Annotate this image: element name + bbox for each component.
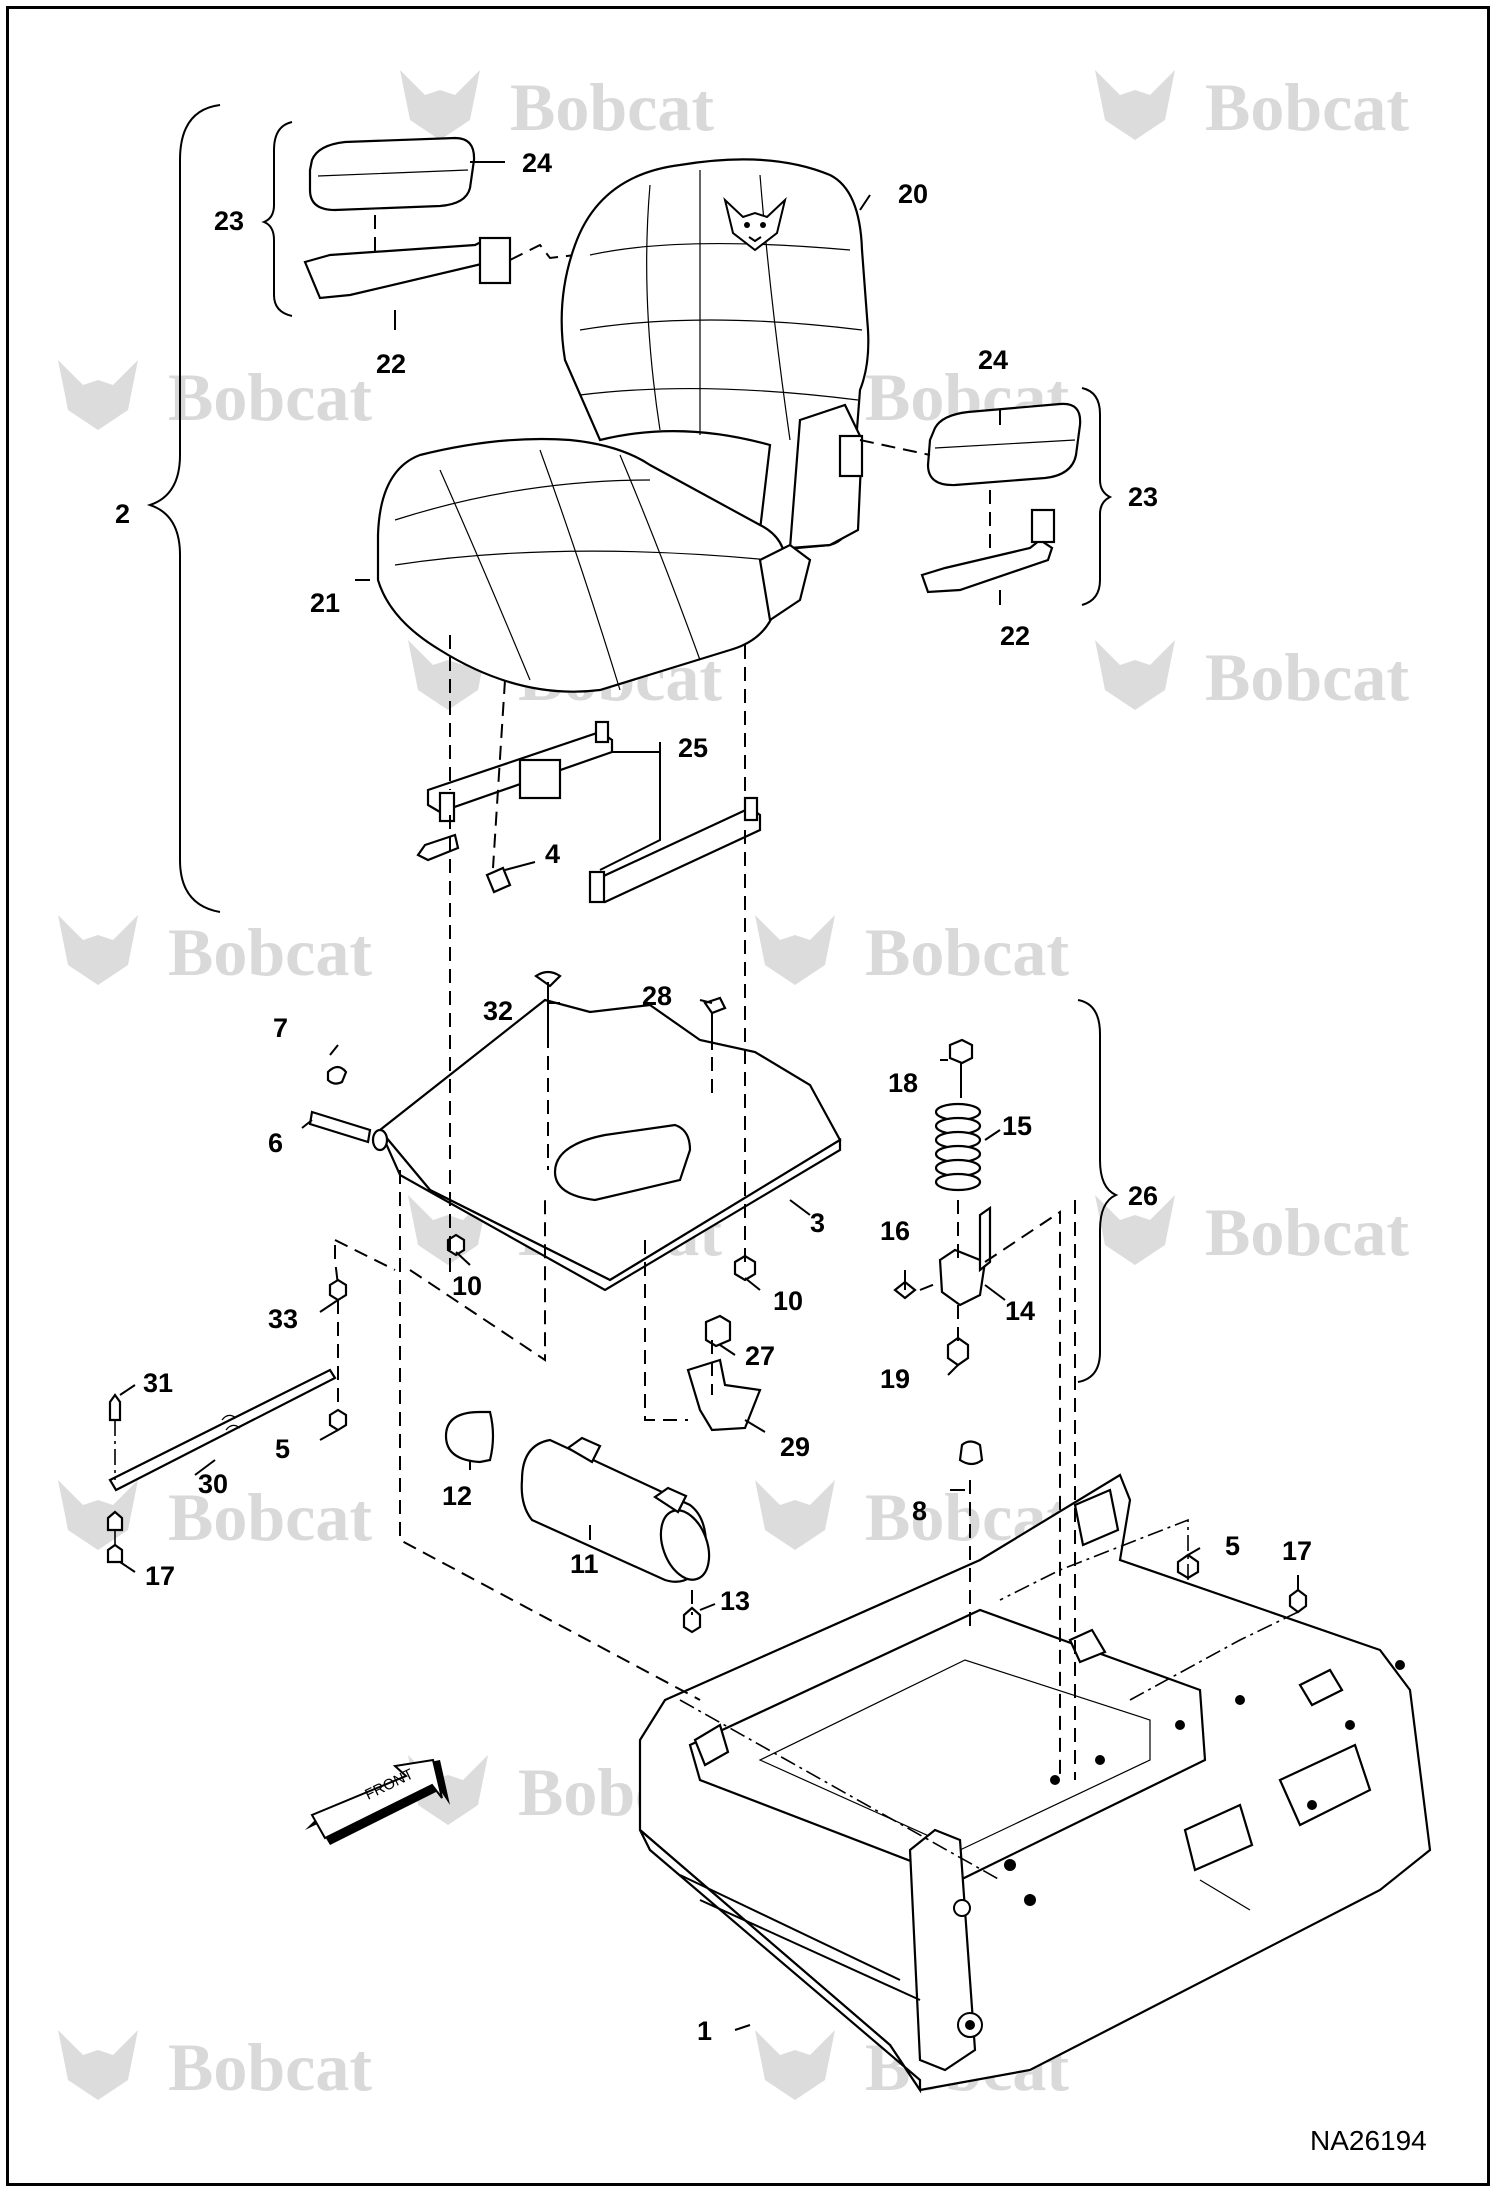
callout-23: 23 xyxy=(1128,482,1158,512)
assembly-lines xyxy=(114,635,1299,1881)
callout-2: 2 xyxy=(115,499,130,529)
label-leaders xyxy=(119,161,1299,2031)
callout-17: 17 xyxy=(145,1561,175,1591)
tube-assembly xyxy=(444,1410,711,1583)
callout-25: 25 xyxy=(678,733,708,763)
suspension-assembly xyxy=(893,1038,992,1367)
watermark-text: Bobcat xyxy=(168,1479,372,1555)
callout-26: 26 xyxy=(1128,1181,1158,1211)
callout-15: 15 xyxy=(1002,1111,1032,1141)
callout-32: 32 xyxy=(483,996,513,1026)
callout-24: 24 xyxy=(978,345,1008,375)
bracket-29 xyxy=(686,1358,762,1432)
callout-28: 28 xyxy=(642,981,672,1011)
callout-23: 23 xyxy=(214,206,244,236)
seat-switch xyxy=(485,866,512,894)
bobcat-logo-icon xyxy=(723,196,787,252)
drawing-reference-id: NA26194 xyxy=(1310,2125,1427,2156)
callout-29: 29 xyxy=(780,1432,810,1462)
callout-6: 6 xyxy=(268,1128,283,1158)
watermark-text: Bobcat xyxy=(168,914,372,990)
spring-bracket xyxy=(938,1248,987,1307)
armrest-left-assembly xyxy=(303,136,576,300)
callout-22: 22 xyxy=(1000,621,1030,651)
hardware xyxy=(106,970,1308,1634)
watermark-text: Bobcat xyxy=(510,69,714,145)
callout-14: 14 xyxy=(1005,1296,1035,1326)
group-braces xyxy=(146,104,1119,1383)
callout-17: 17 xyxy=(1282,1536,1312,1566)
callout-16: 16 xyxy=(880,1216,910,1246)
brace-23-right xyxy=(1081,387,1113,606)
callout-19: 19 xyxy=(880,1364,910,1394)
watermark-layer: Bobcat Bobcat Bobcat Bobcat Bobcat Bobca… xyxy=(58,69,1409,2105)
callout-5: 5 xyxy=(1225,1531,1240,1561)
callout-10: 10 xyxy=(773,1286,803,1316)
sleeve xyxy=(444,1410,495,1464)
callout-21: 21 xyxy=(310,588,340,618)
pivot-pin xyxy=(308,1110,372,1144)
rod-30 xyxy=(108,1368,337,1492)
armrest-bracket-left xyxy=(303,238,500,300)
callout-20: 20 xyxy=(898,179,928,209)
cap-screw xyxy=(948,1038,974,1065)
callout-18: 18 xyxy=(888,1068,918,1098)
seat-mounting-pan xyxy=(308,998,842,1292)
callout-11: 11 xyxy=(570,1549,599,1579)
callout-7: 7 xyxy=(273,1013,288,1043)
brace-23-left xyxy=(261,121,293,317)
watermark-text: Bobcat xyxy=(168,2029,372,2105)
callout-13: 13 xyxy=(720,1586,750,1616)
seat-slide-rails xyxy=(416,720,762,904)
slide-rail-right xyxy=(593,806,762,904)
callout-5: 5 xyxy=(275,1434,290,1464)
callout-labels: 24 23 22 20 2 24 23 21 22 25 4 32 28 7 1… xyxy=(115,148,1312,2046)
watermark-text: Bobcat xyxy=(1205,1194,1409,1270)
spring xyxy=(934,1102,982,1192)
callout-27: 27 xyxy=(745,1341,775,1371)
callout-12: 12 xyxy=(442,1481,472,1511)
callout-31: 31 xyxy=(143,1368,173,1398)
armrest-right-assembly xyxy=(859,402,1082,594)
callout-33: 33 xyxy=(268,1304,298,1334)
brace-2 xyxy=(146,104,221,913)
armrest-bracket-right xyxy=(920,538,1054,594)
brace-26 xyxy=(1077,999,1119,1383)
callout-30: 30 xyxy=(198,1469,228,1499)
sheet-border xyxy=(6,6,1490,2186)
seat-cushion xyxy=(376,437,812,693)
armrest-pad-left xyxy=(308,136,476,212)
watermark-text: Bobcat xyxy=(865,914,1069,990)
callout-22: 22 xyxy=(376,349,406,379)
callout-24: 24 xyxy=(522,148,552,178)
callout-10: 10 xyxy=(452,1271,482,1301)
callout-8: 8 xyxy=(912,1496,927,1526)
watermark-text: Bobcat xyxy=(1205,639,1409,715)
callout-1: 1 xyxy=(697,2016,712,2046)
seat-back xyxy=(560,158,870,552)
machine-frame xyxy=(638,1473,1432,2094)
callout-3: 3 xyxy=(810,1208,825,1238)
watermark-text: Bobcat xyxy=(168,359,372,435)
callout-4: 4 xyxy=(545,839,560,869)
watermark-text: Bobcat xyxy=(1205,69,1409,145)
